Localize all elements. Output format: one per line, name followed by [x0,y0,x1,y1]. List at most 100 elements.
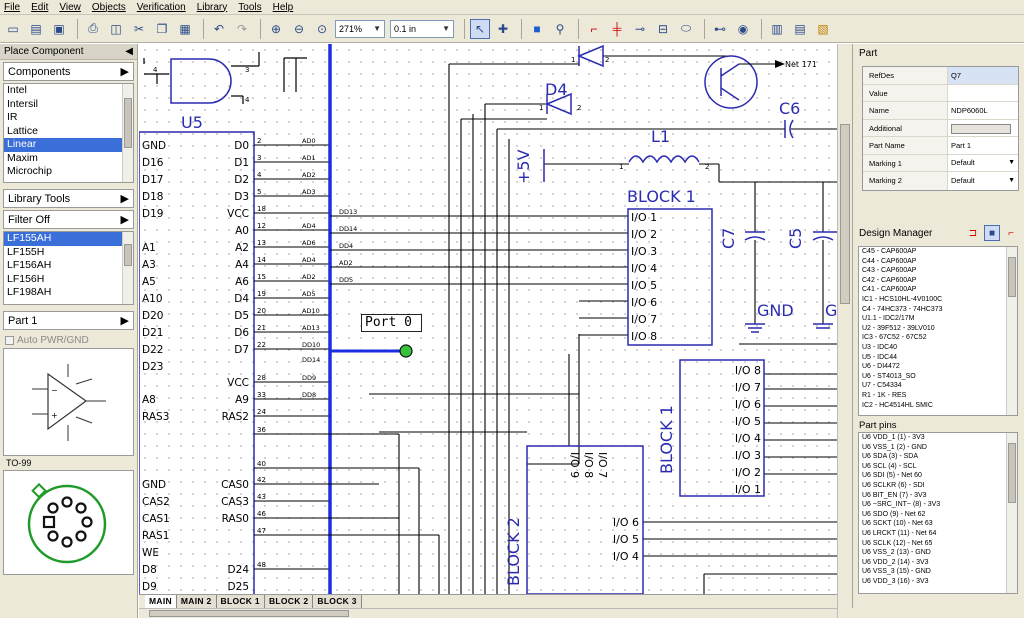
zoom-in-icon[interactable]: ⊕ [270,21,282,36]
undo-icon[interactable]: ↶ [213,21,225,36]
menu-edit[interactable]: Edit [31,1,49,13]
list-item[interactable]: U6 VDD_1 (1) - 3V3 [862,434,925,441]
port-0[interactable]: Port 0 [361,314,422,332]
list-item[interactable]: C4 - 74HC373 - 74HC373 [862,305,943,313]
list-item[interactable]: U6 - ST4013_SO [862,372,916,380]
name-value[interactable]: NDP6060L [951,105,988,115]
library-tools-combo[interactable]: Library Tools▶ [3,189,134,208]
part-view-icon[interactable]: ⊐ [968,227,978,239]
part-name-value[interactable]: Part 1 [951,140,972,150]
bus-icon[interactable]: ╪ [612,21,622,36]
list-item[interactable]: U6 VDD_3 (16) - 3V3 [862,577,929,585]
scroll-thumb[interactable] [840,124,850,304]
list-item[interactable]: U6 SDI (5) - Net 60 [862,472,922,480]
list-item[interactable]: C42 - CAP600AP [862,276,917,284]
capacitor-symbol[interactable] [744,231,837,241]
list-item[interactable]: U1.1 - IDC2/17M [862,315,915,323]
wire-icon[interactable]: ⌐ [590,21,598,36]
list-item[interactable]: U6 SCLK (12) - Net 65 [862,539,933,547]
label-icon[interactable]: ⬭ [680,21,692,35]
vertical-scrollbar[interactable] [122,84,133,182]
collapse-left-icon[interactable]: ◀ [125,46,133,57]
list-item[interactable]: U5 - IDC44 [862,353,898,361]
list-item[interactable]: IC3 - 67C52 - 67C52 [862,334,927,342]
inductor-symbol[interactable] [628,155,700,164]
schematic-drawing[interactable]: 34 4 U5 GNDD16D17D18D19A1A3A5A10D20D21D2… [139,44,837,594]
marking2-value[interactable]: Default [951,176,975,186]
list-item[interactable]: Lattice [7,124,38,137]
list-item[interactable]: LF156H [7,272,45,285]
list-item[interactable]: LF198AH [7,286,52,298]
auto-pwr-checkbox[interactable]: Auto PWR/GND [0,332,137,348]
menu-file[interactable]: File [4,1,21,13]
manufacturer-list[interactable]: Intel Intersil IR Lattice Linear Maxim M… [3,83,134,183]
tab-main-2[interactable]: MAIN 2 [176,595,217,608]
list-item[interactable]: IC1 - HCS10HL-4V0100C [862,295,943,303]
list-item[interactable]: U3 - IDC40 [862,343,898,351]
list-item[interactable]: U6 SCL (4) - SCL [862,462,917,470]
list-item[interactable]: IR [7,111,18,123]
list-item[interactable]: U6 LRCKT (11) - Net 64 [862,529,937,537]
list-item[interactable]: U2 - 39F512 - 39LV010 [862,324,935,332]
paste-icon[interactable]: ▦ [179,21,191,36]
property-value[interactable]: Part 1 [948,137,1018,154]
list-item[interactable]: R1 - 1K - RES [862,391,907,399]
port-icon[interactable]: ⊟ [657,21,669,36]
additional-button[interactable] [951,124,1011,135]
list-item[interactable]: Intel [7,84,27,96]
spreadsheet-icon[interactable]: ▤ [794,21,806,36]
list-item[interactable]: Microchip [7,165,52,177]
list-item[interactable]: U6 VSS_3 (15) - GND [862,568,931,576]
menu-tools[interactable]: Tools [238,1,262,13]
vertical-scrollbar[interactable] [837,44,852,618]
part-combo[interactable]: Part 1▶ [3,311,134,330]
list-item[interactable]: C45 - CAP600AP [862,248,917,255]
horizontal-scrollbar[interactable] [139,608,837,618]
open-icon[interactable]: ▤ [30,21,42,36]
list-item[interactable]: C41 - CAP600AP [862,286,917,294]
list-item[interactable]: U6 SCKT (10) - Net 63 [862,520,933,528]
and-gate-symbol[interactable] [170,58,232,104]
u5-ic-body[interactable] [139,131,255,594]
chevron-down-icon[interactable]: ▼ [1008,159,1015,167]
list-item[interactable]: Intersil [7,97,38,110]
list-item-selected[interactable]: Linear [4,138,133,152]
zoom-out-icon[interactable]: ⊖ [293,21,305,36]
scroll-thumb[interactable] [149,610,349,617]
list-item[interactable]: U6 - DI4472 [862,363,900,371]
netlist-icon[interactable]: ◉ [737,21,749,36]
menu-help[interactable]: Help [272,1,294,13]
image-icon[interactable]: ▧ [817,21,829,36]
grid-select[interactable]: 0.1 in▼ [390,19,454,38]
components-combo[interactable]: Components▶ [3,62,134,81]
chevron-down-icon[interactable]: ▼ [1008,177,1015,185]
marking1-value[interactable]: Default [951,158,975,168]
property-value[interactable]: Q7 [948,67,1018,84]
list-item[interactable]: C43 - CAP600AP [862,267,917,275]
find-icon[interactable]: ⚲ [555,21,565,36]
print-preview-icon[interactable]: ◫ [110,21,122,36]
new-file-icon[interactable]: ▭ [7,21,19,36]
zoom-select[interactable]: 271%▼ [335,19,385,38]
menu-objects[interactable]: Objects [91,1,126,13]
copy-icon[interactable]: ❐ [156,21,168,36]
block1-body[interactable] [627,208,713,346]
checkbox-box[interactable] [5,335,14,345]
transistor-symbol[interactable] [704,55,758,109]
list-item[interactable]: LF156AH [7,259,52,271]
save-icon[interactable]: ▣ [53,21,65,36]
list-item[interactable]: U6 VSS_2 (13) - GND [862,549,931,557]
net-view-icon[interactable]: ⌐ [1008,227,1014,239]
list-item[interactable]: LF155H [7,245,45,258]
print-icon[interactable]: ⎙ [88,21,98,35]
component-icon[interactable]: ■ [533,21,541,36]
redo-icon[interactable]: ↷ [236,21,248,36]
list-item[interactable]: U6 BIT_EN (7) - 3V3 [862,491,927,499]
vertical-scrollbar[interactable] [1006,247,1017,415]
tab-block-2[interactable]: BLOCK 2 [264,595,314,608]
list-item[interactable]: U6 VDD_2 (14) - 3V3 [862,558,929,566]
property-value[interactable]: Default ▼ [948,155,1018,172]
list-item[interactable]: U6 SDO (9) - Net 62 [862,510,926,518]
